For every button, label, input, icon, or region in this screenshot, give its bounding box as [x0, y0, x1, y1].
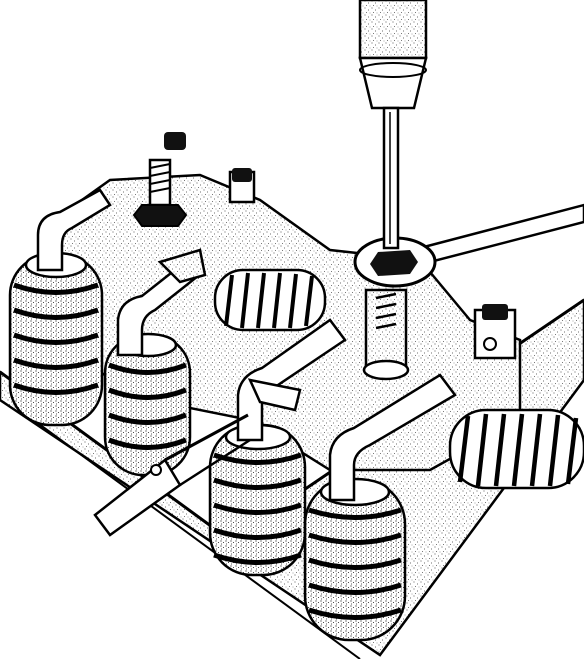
wrench-icon — [353, 203, 584, 288]
rocker-arm-3 — [236, 318, 347, 442]
adjuster-post-right — [473, 304, 517, 360]
adjuster-post-rear-center — [228, 168, 256, 204]
valve-spring-3 — [208, 423, 307, 577]
rocker-arm-4 — [328, 373, 457, 502]
screwdriver-icon — [358, 0, 428, 250]
valve-spring-4 — [303, 477, 407, 642]
rocker-arm-1 — [36, 188, 112, 272]
adjuster-post-front — [362, 288, 410, 381]
adjuster-post-rear-left — [132, 132, 188, 227]
rocker-arm-2 — [116, 248, 207, 357]
camshaft-left — [213, 268, 327, 332]
valve-spring-1 — [8, 251, 104, 427]
feeler-gauge-icon — [93, 413, 251, 537]
camshaft-right — [448, 408, 584, 490]
